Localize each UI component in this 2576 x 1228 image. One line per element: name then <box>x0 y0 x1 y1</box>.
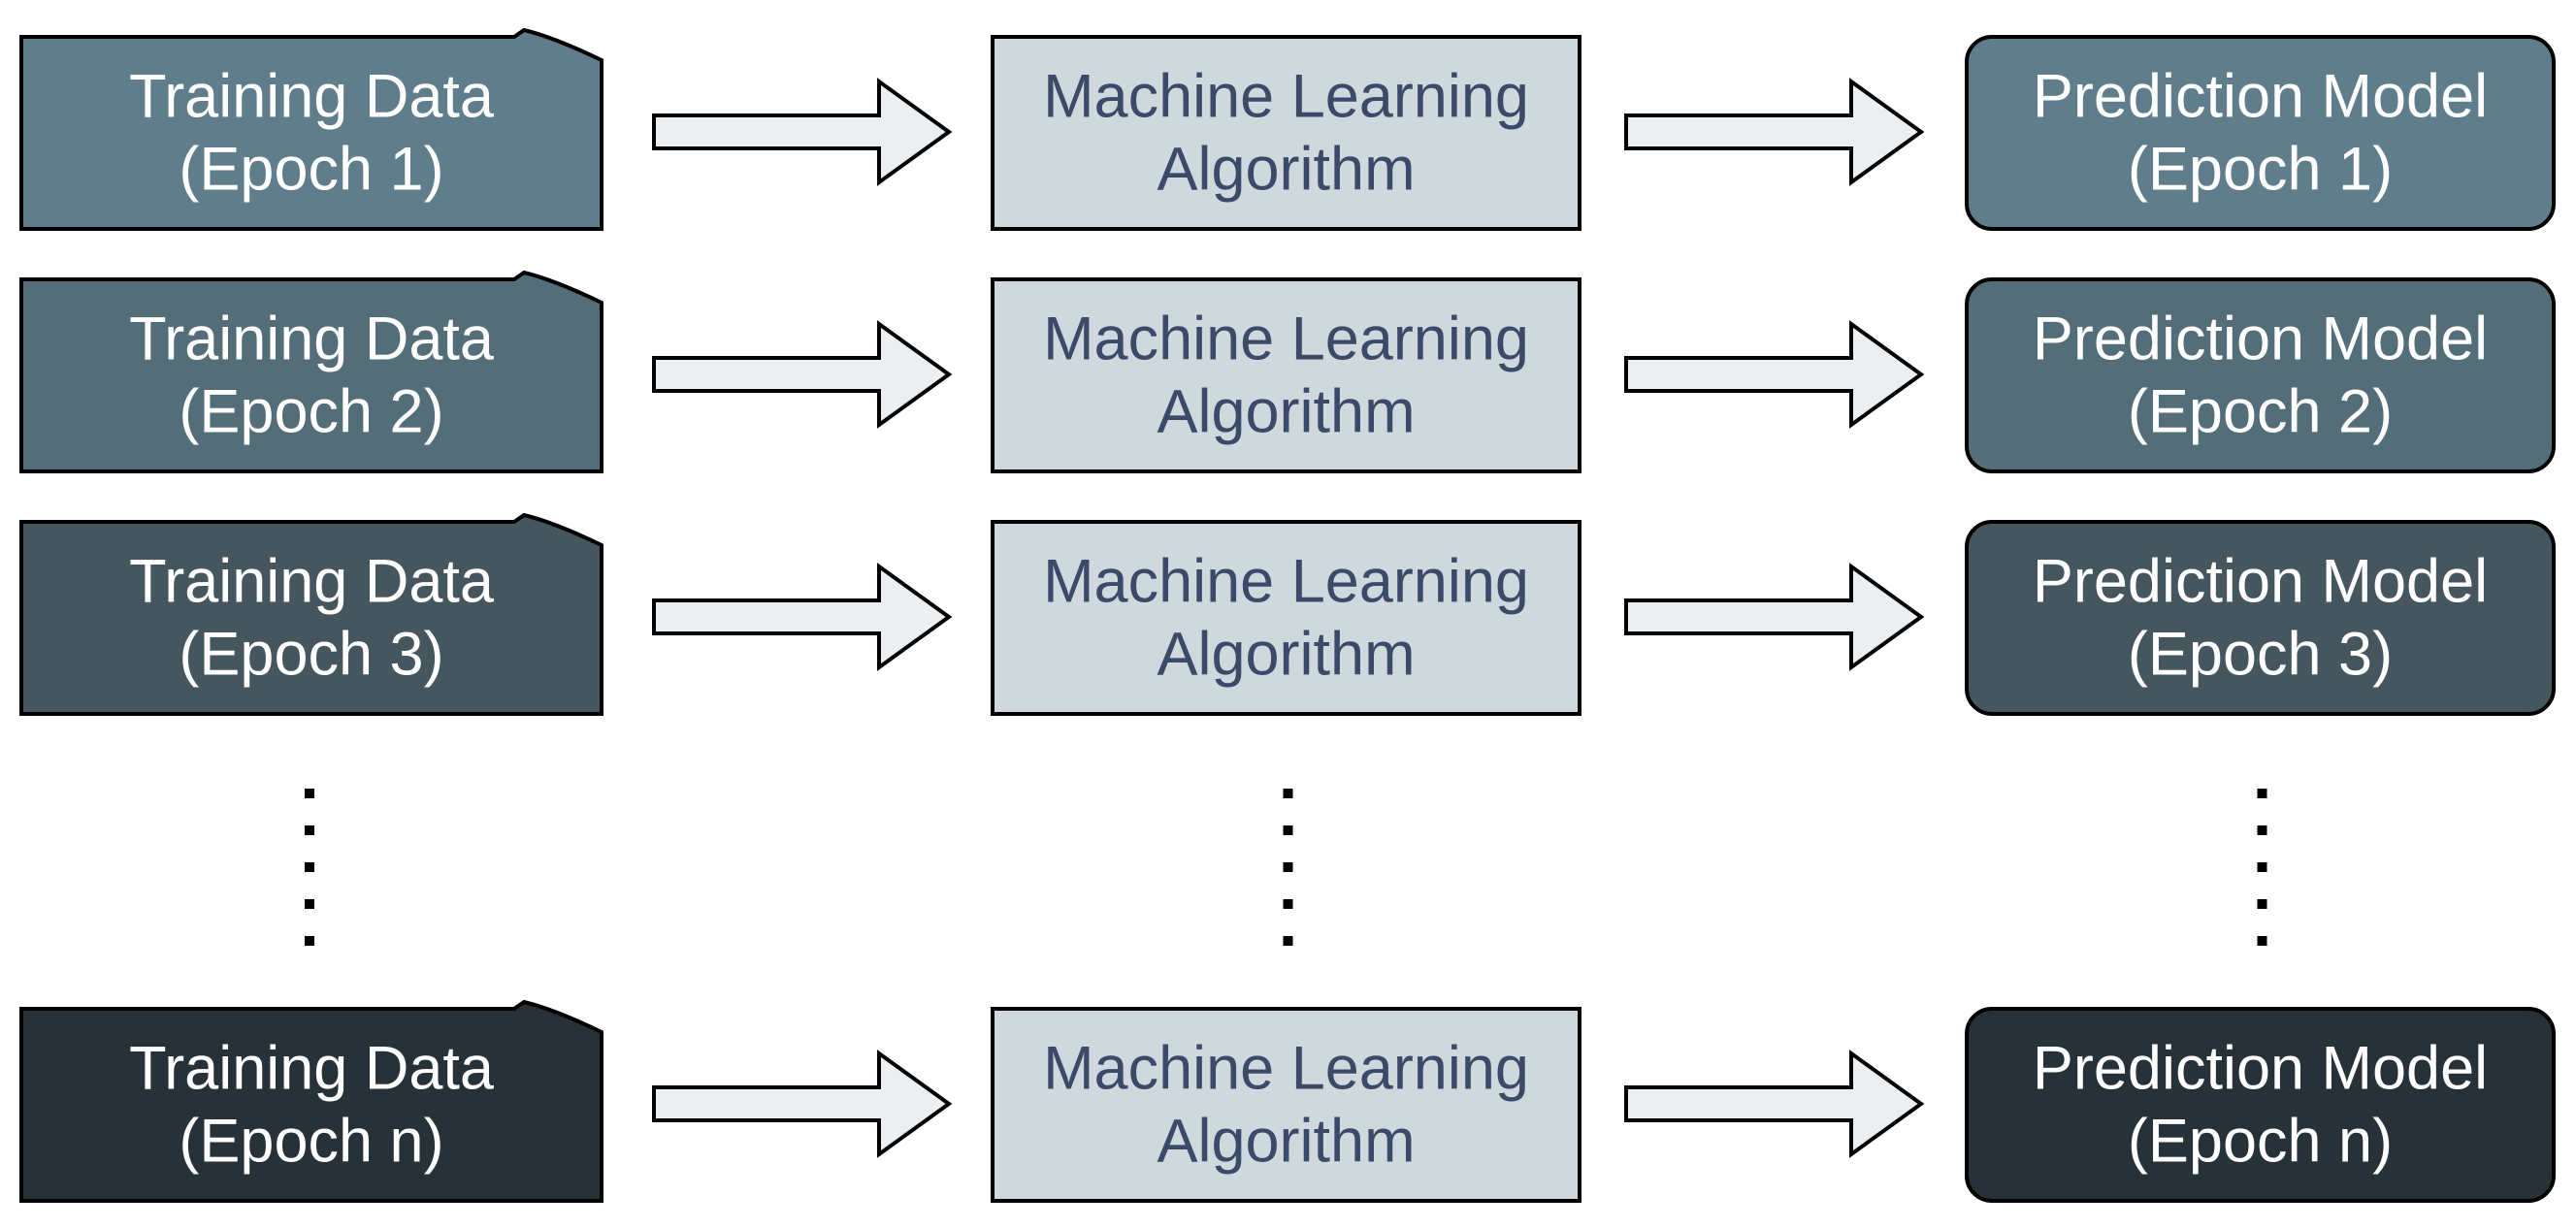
ellipsis-dot <box>305 789 314 798</box>
ellipsis-dot <box>1283 899 1293 909</box>
ellipsis-dot <box>1283 789 1293 798</box>
algorithm-box-1 <box>991 35 1581 231</box>
algorithm-label-4-line-1: Machine Learning <box>1043 1035 1529 1103</box>
ellipsis-training-data <box>305 789 314 946</box>
ellipsis-dot <box>2257 825 2267 835</box>
prediction-model-label-1-line-2: (Epoch 1) <box>2128 136 2393 204</box>
prediction-model-box-1 <box>1965 35 2556 231</box>
algorithm-label-1-line-1: Machine Learning <box>1043 63 1529 131</box>
algorithm-label-2-line-2: Algorithm <box>1157 378 1415 446</box>
ellipsis-dot <box>305 899 314 909</box>
algorithm-box-3 <box>991 520 1581 716</box>
ellipsis-algorithm <box>1283 789 1293 946</box>
prediction-model-label-3-line-1: Prediction Model <box>2033 548 2488 616</box>
algorithm-box-2 <box>991 277 1581 473</box>
ellipsis-dot <box>2257 789 2267 798</box>
prediction-model-label-4-line-2: (Epoch n) <box>2128 1108 2393 1176</box>
training-data-label-3-line-2: (Epoch 3) <box>179 621 443 689</box>
arrow-algorithm-to-model-1 <box>1624 78 1925 186</box>
arrow-algorithm-to-model-4 <box>1624 1050 1925 1158</box>
training-data-label-2-line-2: (Epoch 2) <box>179 378 443 446</box>
algorithm-box-4 <box>991 1007 1581 1203</box>
training-data-label-4-line-1: Training Data <box>129 1035 495 1103</box>
training-data-label-2-line-1: Training Data <box>129 306 495 373</box>
training-data-label-3-line-1: Training Data <box>129 548 495 616</box>
ellipsis-dot <box>2257 899 2267 909</box>
ellipsis-dot <box>305 936 314 946</box>
ellipsis-dot <box>1283 825 1293 835</box>
ellipsis-dot <box>2257 862 2267 872</box>
training-data-box-1 <box>19 27 603 231</box>
algorithm-label-4-line-2: Algorithm <box>1157 1108 1415 1176</box>
arrow-algorithm-to-model-2 <box>1624 320 1925 429</box>
arrow-data-to-algorithm-1 <box>652 78 953 186</box>
algorithm-label-2-line-1: Machine Learning <box>1043 306 1529 373</box>
arrow-algorithm-to-model-3 <box>1624 563 1925 671</box>
ellipsis-dot <box>305 862 314 872</box>
prediction-model-label-2-line-1: Prediction Model <box>2033 306 2488 373</box>
prediction-model-label-3-line-2: (Epoch 3) <box>2128 621 2393 689</box>
prediction-model-box-4 <box>1965 1007 2556 1203</box>
algorithm-label-3-line-2: Algorithm <box>1157 621 1415 689</box>
ellipsis-dot <box>305 825 314 835</box>
prediction-model-box-3 <box>1965 520 2556 716</box>
training-data-box-3 <box>19 512 603 716</box>
training-data-label-4-line-2: (Epoch n) <box>179 1108 443 1176</box>
training-data-box-4 <box>19 999 603 1203</box>
algorithm-label-1-line-2: Algorithm <box>1157 136 1415 204</box>
arrow-data-to-algorithm-4 <box>652 1050 953 1158</box>
prediction-model-label-2-line-2: (Epoch 2) <box>2128 378 2393 446</box>
arrow-data-to-algorithm-2 <box>652 320 953 429</box>
ellipsis-dot <box>1283 936 1293 946</box>
training-data-label-1-line-1: Training Data <box>129 63 495 131</box>
prediction-model-label-4-line-1: Prediction Model <box>2033 1035 2488 1103</box>
training-data-label-1-line-2: (Epoch 1) <box>179 136 443 204</box>
arrow-data-to-algorithm-3 <box>652 563 953 671</box>
prediction-model-label-1-line-1: Prediction Model <box>2033 63 2488 131</box>
algorithm-label-3-line-1: Machine Learning <box>1043 548 1529 616</box>
ellipsis-dot <box>2257 936 2267 946</box>
ellipsis-prediction-model <box>2257 789 2267 946</box>
training-data-box-2 <box>19 270 603 473</box>
ellipsis-dot <box>1283 862 1293 872</box>
prediction-model-box-2 <box>1965 277 2556 473</box>
